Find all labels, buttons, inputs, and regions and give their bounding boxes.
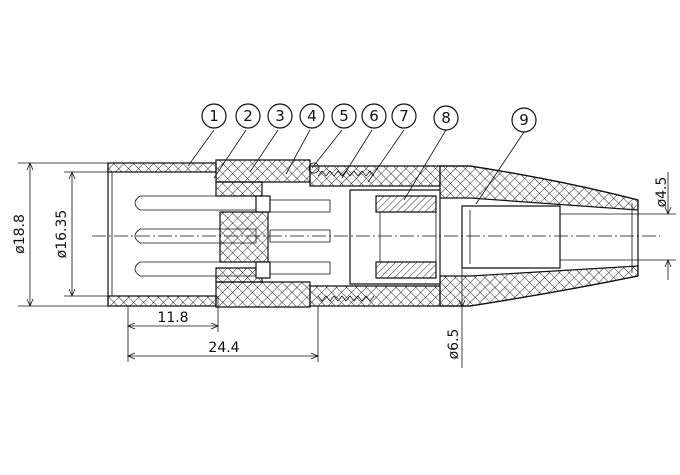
svg-text:5: 5: [339, 107, 349, 125]
svg-text:ø4.5: ø4.5: [654, 177, 670, 208]
svg-text:24.4: 24.4: [208, 340, 239, 356]
insulator-insert: [219, 195, 271, 279]
svg-text:9: 9: [519, 111, 529, 129]
coupling-sleeve: [215, 159, 311, 308]
svg-text:ø16.35: ø16.35: [54, 210, 70, 259]
svg-text:1: 1: [209, 107, 219, 125]
svg-text:11.8: 11.8: [157, 310, 188, 326]
svg-text:2: 2: [243, 107, 253, 125]
dim-bore-diameter: ø6.5: [446, 206, 466, 368]
balloon-1: 1: [201, 103, 227, 129]
svg-text:8: 8: [441, 109, 451, 127]
svg-text:ø18.8: ø18.8: [12, 214, 28, 254]
balloon-3: 3: [267, 103, 293, 129]
svg-text:4: 4: [307, 107, 317, 125]
svg-text:ø6.5: ø6.5: [446, 329, 462, 360]
balloon-4: 4: [299, 103, 325, 129]
contact-pins: [134, 195, 331, 277]
dim-outer-diameter: ø18.8: [12, 161, 108, 308]
cable: [461, 205, 632, 269]
front-sleeve: [107, 162, 217, 307]
balloon-2: 2: [235, 103, 261, 129]
svg-text:3: 3: [275, 107, 285, 125]
balloon-7: 7: [391, 103, 417, 129]
balloon-6: 6: [361, 103, 387, 129]
balloon-5: 5: [331, 103, 357, 129]
balloon-8: 8: [433, 105, 459, 131]
dim-length-long: 24.4: [126, 306, 320, 362]
rear-body: [308, 162, 441, 307]
contact-clamp: [349, 189, 441, 285]
dim-length-short: 11.8: [126, 296, 220, 362]
balloon-leaders: [187, 129, 525, 205]
dim-inner-diameter: ø16.35: [54, 170, 112, 298]
dim-cable-diameter: ø4.5: [632, 172, 676, 280]
balloon-9: 9: [511, 107, 537, 133]
svg-text:6: 6: [369, 107, 379, 125]
svg-text:7: 7: [399, 107, 409, 125]
strain-relief-boot: [439, 165, 639, 307]
